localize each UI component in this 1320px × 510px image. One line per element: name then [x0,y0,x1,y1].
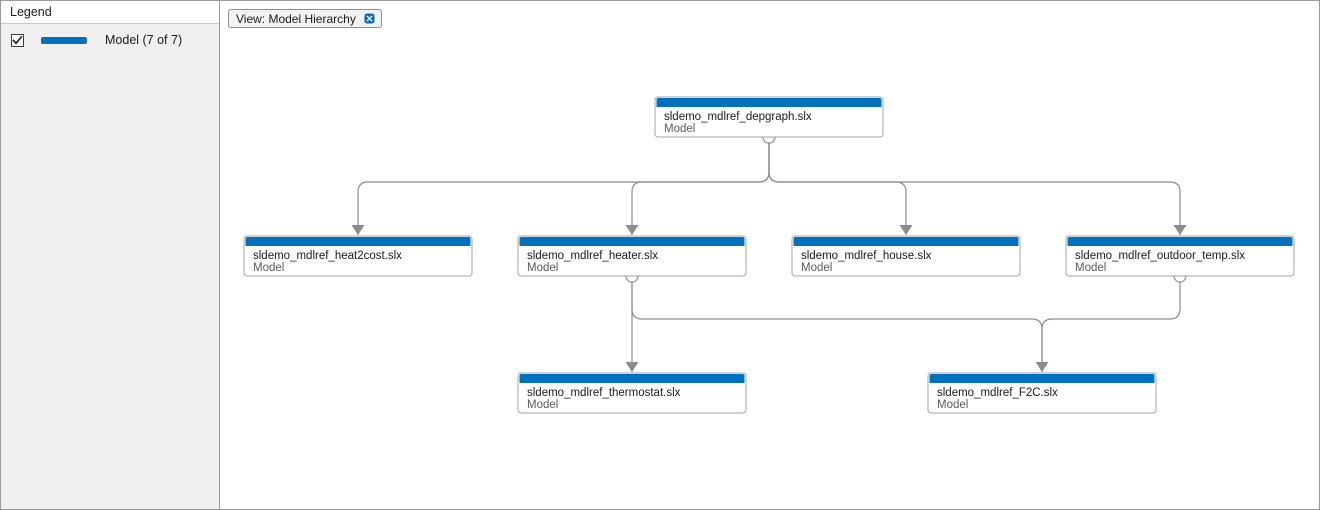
node-subtitle: Model [527,262,558,274]
node-title: sldemo_mdlref_outdoor_temp.slx [1075,250,1245,262]
node-subtitle: Model [664,123,695,135]
edge-arrowhead [351,225,365,235]
legend-item-label: Model (7 of 7) [105,33,183,47]
edge-arrowhead [899,225,913,235]
legend-item-model[interactable]: Model (7 of 7) [1,30,219,50]
graph-nodes: sldemo_mdlref_depgraph.slxModelsldemo_md… [243,96,1295,414]
graph-edge [768,137,907,235]
node-title: sldemo_mdlref_house.slx [801,250,932,262]
graph-edges [351,130,1187,372]
view-filter-label: View: Model Hierarchy [236,11,356,26]
edge-arrowhead [625,362,639,372]
model-hierarchy-graph: sldemo_mdlref_depgraph.slxModelsldemo_md… [243,96,1295,414]
node-title: sldemo_mdlref_thermostat.slx [527,387,681,399]
graph-edge [631,137,770,235]
graph-canvas[interactable]: View: Model Hierarchy sldemo_mdlref_depg… [220,1,1319,509]
node-title: sldemo_mdlref_heat2cost.slx [253,250,402,262]
node-title: sldemo_mdlref_F2C.slx [937,387,1058,399]
node-subtitle: Model [1075,262,1106,274]
node-subtitle: Model [253,262,284,274]
checkbox-checked-icon[interactable] [11,33,24,47]
node-title: sldemo_mdlref_heater.slx [527,250,658,262]
graph-edge [1041,276,1181,372]
edge-arrowhead [1173,225,1187,235]
node-subtitle: Model [801,262,832,274]
node-title: sldemo_mdlref_depgraph.slx [664,111,812,123]
edge-arrowhead [625,225,639,235]
graph-edge [357,137,770,235]
legend-header: Legend [1,1,219,24]
legend-title: Legend [10,4,52,19]
node-subtitle: Model [527,399,558,411]
node-subtitle: Model [937,399,968,411]
view-filter-chip[interactable]: View: Model Hierarchy [228,9,382,28]
graph-edge [631,276,1043,372]
legend-panel: Legend Model (7 of 7) [1,1,220,509]
graph-edge [768,137,1181,235]
legend-color-swatch [41,36,87,44]
legend-body: Model (7 of 7) [1,24,219,50]
edge-arrowhead [1035,362,1049,372]
close-x-icon[interactable] [363,12,376,25]
